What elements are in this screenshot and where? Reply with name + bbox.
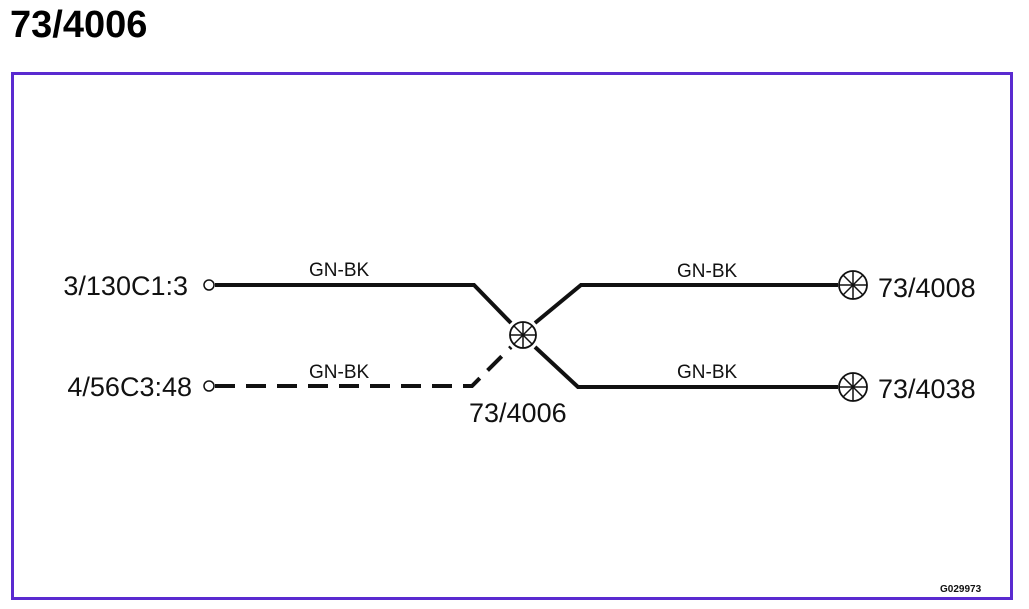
wire-color-label: GN-BK xyxy=(677,362,738,383)
ground-terminal-icon xyxy=(838,372,868,402)
terminal-label-73-4008: 73/4008 xyxy=(878,273,976,303)
page-title: 73/4006 xyxy=(10,4,148,46)
wire-color-label: GN-BK xyxy=(309,362,370,383)
ground-terminal-icon xyxy=(838,270,868,300)
open-terminal-icon xyxy=(203,380,215,392)
wire-3-130c1-3 xyxy=(215,283,513,325)
splice-label: 73/4006 xyxy=(469,398,567,428)
wire-73-4008 xyxy=(533,283,838,325)
splice-icon xyxy=(509,321,537,349)
terminal-label-4-56c3-48: 4/56C3:48 xyxy=(67,372,192,402)
wire-color-label: GN-BK xyxy=(309,260,370,281)
terminal-label-73-4038: 73/4038 xyxy=(878,374,976,404)
wire-color-label: GN-BK xyxy=(677,261,738,282)
terminal-label-3-130c1-3: 3/130C1:3 xyxy=(63,271,188,301)
wire-4-56c3-48 xyxy=(215,345,513,388)
wire-73-4038 xyxy=(533,345,838,389)
reference-code: G029973 xyxy=(940,584,982,595)
open-terminal-icon xyxy=(203,279,215,291)
diagram-frame xyxy=(11,72,1013,600)
